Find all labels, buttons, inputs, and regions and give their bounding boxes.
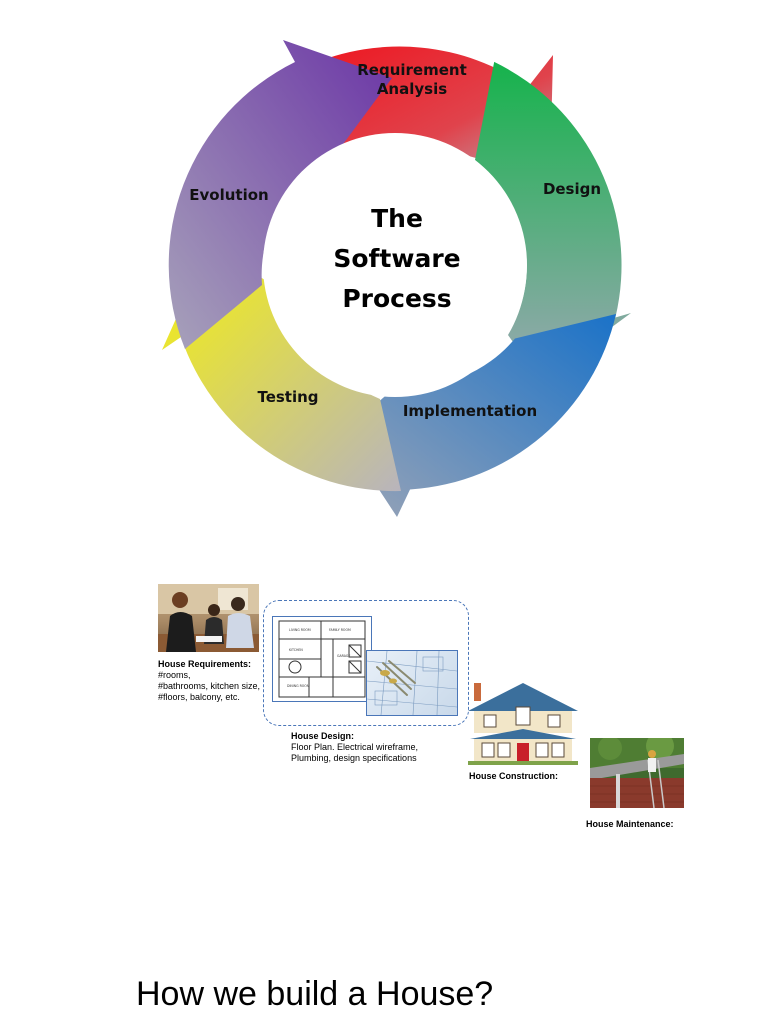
requirements-meeting-photo bbox=[158, 584, 259, 652]
blueprint-image bbox=[366, 650, 458, 716]
center-title-line1: The bbox=[371, 204, 423, 233]
house-design-group-box bbox=[263, 600, 469, 726]
floorplan-living-label: LIVING ROOM bbox=[289, 628, 311, 632]
house-maintenance-photo bbox=[590, 738, 684, 808]
floorplan-kitchen-label: KITCHEN bbox=[289, 648, 303, 652]
house-construction-caption: House Construction: bbox=[469, 771, 558, 782]
house-requirements-line3: #floors, balcony, etc. bbox=[158, 692, 240, 702]
stage-label-evolution: Evolution bbox=[189, 186, 268, 204]
house-maintenance-caption: House Maintenance: bbox=[586, 819, 674, 830]
house-requirements-caption: House Requirements: #rooms, #bathrooms, … bbox=[158, 659, 260, 703]
stage-label-requirement-line2: Analysis bbox=[377, 80, 447, 98]
house-design-line1: Floor Plan. Electrical wireframe, bbox=[291, 742, 419, 752]
stage-label-implementation: Implementation bbox=[403, 402, 537, 420]
floorplan-family-label: FAMILY ROOM bbox=[329, 628, 351, 632]
floor-plan-image: LIVING ROOM FAMILY ROOM KITCHEN DINING R… bbox=[272, 616, 372, 702]
house-requirements-line1: #rooms, bbox=[158, 670, 191, 680]
house-design-line2: Plumbing, design specifications bbox=[291, 753, 417, 763]
software-process-cycle-diagram: Requirement Analysis Design Implementati… bbox=[162, 40, 631, 517]
stage-label-design: Design bbox=[543, 180, 601, 198]
floorplan-dining-label: DINING ROOM bbox=[287, 684, 310, 688]
center-hub bbox=[263, 133, 527, 397]
center-title-line2: Software bbox=[333, 244, 460, 273]
house-construction-image bbox=[468, 683, 578, 765]
stage-label-testing: Testing bbox=[257, 388, 318, 406]
house-construction-title: House Construction: bbox=[469, 771, 558, 781]
page-title: How we build a House? bbox=[136, 975, 494, 1013]
house-design-caption: House Design: Floor Plan. Electrical wir… bbox=[291, 731, 418, 764]
floorplan-garage-label: GARAGE bbox=[337, 654, 350, 658]
house-maintenance-title: House Maintenance: bbox=[586, 819, 674, 829]
house-requirements-line2: #bathrooms, kitchen size, bbox=[158, 681, 261, 691]
stage-label-requirement-line1: Requirement bbox=[357, 61, 467, 79]
center-title-line3: Process bbox=[342, 284, 451, 313]
design-arrow bbox=[475, 61, 631, 380]
implementation-arrow bbox=[342, 314, 616, 517]
house-design-title: House Design: bbox=[291, 731, 355, 741]
evolution-arrow bbox=[168, 40, 392, 349]
house-requirements-title: House Requirements: bbox=[158, 659, 252, 669]
